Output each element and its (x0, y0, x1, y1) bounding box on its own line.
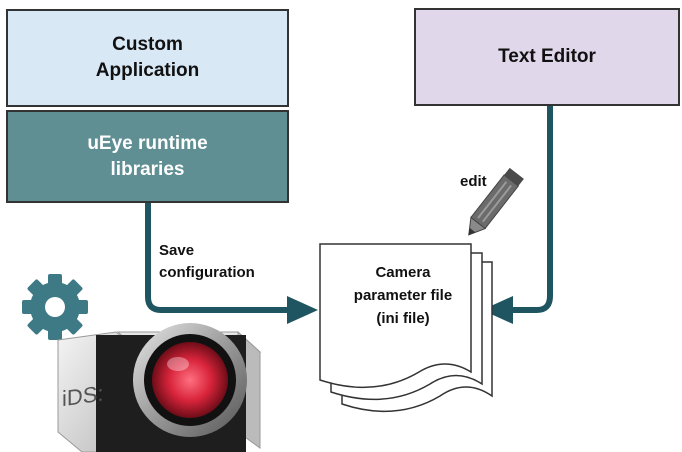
save-connector-line (145, 203, 296, 313)
edit-label: edit (460, 173, 487, 190)
parameter-file-label: Camera parameter file (ini file) (353, 264, 453, 327)
custom-application-box: Custom Application (6, 9, 289, 107)
camera-brand-label: iDS: (62, 381, 104, 412)
edit-connector-line (504, 106, 553, 313)
save-configuration-label: Save configuration (159, 242, 255, 281)
ueye-runtime-libraries-box: uEye runtime libraries (6, 110, 289, 203)
gear-icon (22, 274, 88, 340)
pencil-icon (468, 167, 524, 236)
camera-image: iDS: (57, 323, 262, 452)
save-arrow-head (287, 296, 318, 324)
text-editor-box: Text Editor (414, 8, 680, 106)
parameter-file-document (319, 243, 493, 413)
edit-arrow-head (482, 296, 513, 324)
